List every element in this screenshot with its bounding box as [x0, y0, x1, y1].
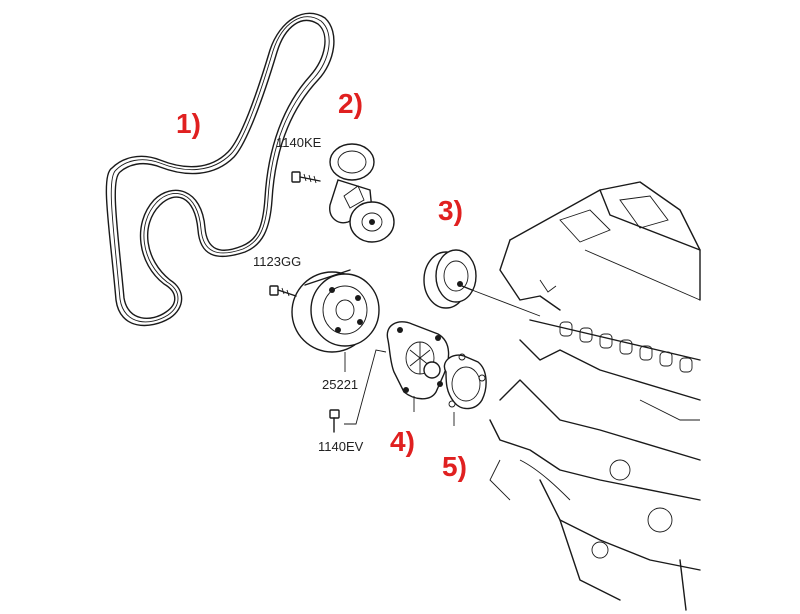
callout-idler: 3) — [438, 195, 463, 226]
part-number-tensioner-bolt: 1140KE — [276, 135, 322, 150]
water-pump — [386, 321, 450, 412]
serpentine-belt — [105, 12, 335, 327]
callout-water-pump: 4) — [390, 426, 415, 457]
callout-tensioner: 2) — [338, 88, 363, 119]
idler-pulley — [423, 249, 541, 317]
engine-block — [489, 181, 701, 611]
part-number-pulley: 25221 — [322, 377, 359, 392]
pump-bolt — [329, 349, 387, 433]
pulley-bolt — [269, 285, 297, 297]
callout-gasket: 5) — [442, 451, 467, 482]
drive-pulley — [269, 269, 380, 372]
tensioner-assembly — [291, 143, 395, 243]
part-number-pulley-bolt: 1123GG — [253, 254, 302, 269]
pump-gasket — [443, 353, 487, 426]
part-number-pump-bolt: 1140EV — [318, 439, 364, 454]
tensioner-bolt — [291, 171, 321, 184]
callout-belt: 1) — [176, 108, 201, 139]
